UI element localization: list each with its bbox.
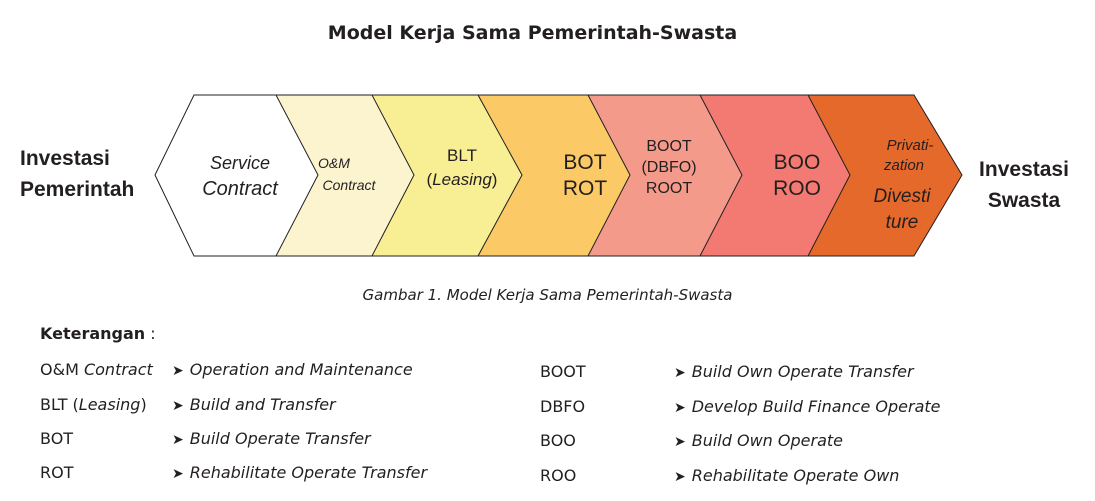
legend-desc-text: Develop Build Finance Operate [691,397,941,416]
legend-term: BOT [40,429,74,448]
legend-term: BOO [540,431,576,450]
arrow-icon: ➤ [172,432,184,448]
legend-term: O&M Contract [40,360,153,379]
stage-5-label: BOOT (DBFO) ROOT [624,136,714,199]
diagram-title: Model Kerja Sama Pemerintah-Swasta [327,22,738,44]
stage-6-label: BOO ROO [752,150,842,202]
left-label: Investasi Pemerintah [20,143,134,205]
legend-desc: ➤ Develop Build Finance Operate [674,397,941,416]
legend-desc-text: Rehabilitate Operate Own [691,466,900,485]
figure-caption: Gambar 1. Model Kerja Sama Pemerintah-Sw… [362,286,733,304]
arrow-icon: ➤ [674,400,686,416]
right-label-line-1: Investasi [979,158,1069,181]
stage-1-label: Service Contract [190,150,290,202]
stage-3-label: BLT (Leasing) [412,144,512,192]
stage-2-label: O&M Contract [306,152,392,196]
legend-desc-text: Build and Transfer [189,395,336,414]
legend-term: BLT (Leasing) [40,395,147,414]
legend-desc: ➤ Rehabilitate Operate Transfer [172,463,427,482]
chevron-stage-1 [154,94,319,257]
legend-term: ROT [40,463,74,482]
legend-desc-text: Rehabilitate Operate Transfer [189,463,428,482]
stage-3-leasing: Leasing [432,170,492,189]
stage-5-line-2: (DBFO) [641,159,697,176]
legend-desc-text: Operation and Maintenance [189,360,413,379]
legend-title-text: Keterangan [40,324,146,343]
legend-desc: ➤ Build Own Operate [674,431,843,450]
arrow-icon: ➤ [674,365,686,381]
legend-term: ROO [540,466,577,485]
stage-7-line-4: ture [885,212,919,233]
legend-desc: ➤ Build Operate Transfer [172,429,371,448]
arrow-icon: ➤ [172,363,184,379]
stage-2-line-2: Contract [322,177,376,193]
legend-title: Keterangan : [40,324,156,343]
stage-7-line-3: Divesti [873,186,931,207]
legend-desc-text: Build Operate Transfer [189,429,371,448]
legend-term: DBFO [540,397,586,416]
legend-term: BOOT [540,362,586,381]
legend-desc: ➤ Build and Transfer [172,395,336,414]
legend-desc: ➤ Build Own Operate Transfer [674,362,914,381]
arrow-icon: ➤ [674,469,686,485]
stage-2-line-1: O&M [318,155,350,171]
left-label-line-1: Investasi [20,147,110,170]
stage-6-line-1: BOO [773,151,821,174]
legend-term-main: BLT ( [40,395,79,414]
arrow-icon: ➤ [172,466,184,482]
stage-1-line-1: Service [209,153,271,173]
stage-7-label: Privati- zation Divesti ture [852,136,952,236]
chevron-flow [154,94,963,257]
stage-6-line-2: ROO [773,177,821,200]
legend-desc-text: Build Own Operate [691,431,843,450]
legend-term-main: O&M [40,360,79,379]
stage-4-line-2: ROT [562,177,608,200]
legend-term-after: ) [140,395,147,414]
legend-desc: ➤ Operation and Maintenance [172,360,413,379]
arrow-icon: ➤ [674,434,686,450]
right-label-line-2: Swasta [987,189,1061,212]
stage-7-line-2: zation [883,157,925,174]
stage-4-line-1: BOT [563,151,607,174]
legend-desc-text: Build Own Operate Transfer [691,362,914,381]
stage-4-label: BOT ROT [540,150,630,202]
stage-5-line-1: BOOT [646,138,692,155]
legend-term-italic: Contract [83,360,153,379]
stage-7-line-1: Privati- [886,137,934,154]
stage-3-line-2: (Leasing) [426,170,498,189]
right-label: Investasi Swasta [978,154,1070,216]
left-label-line-2: Pemerintah [20,178,135,201]
legend-term-italic: Leasing [78,395,141,414]
legend-title-colon: : [150,324,156,343]
stage-3-line-1: BLT [447,146,477,165]
arrow-icon: ➤ [172,398,184,414]
stage-5-line-3: ROOT [645,180,693,197]
legend-desc: ➤ Rehabilitate Operate Own [674,466,899,485]
stage-1-line-2: Contract [202,178,278,200]
